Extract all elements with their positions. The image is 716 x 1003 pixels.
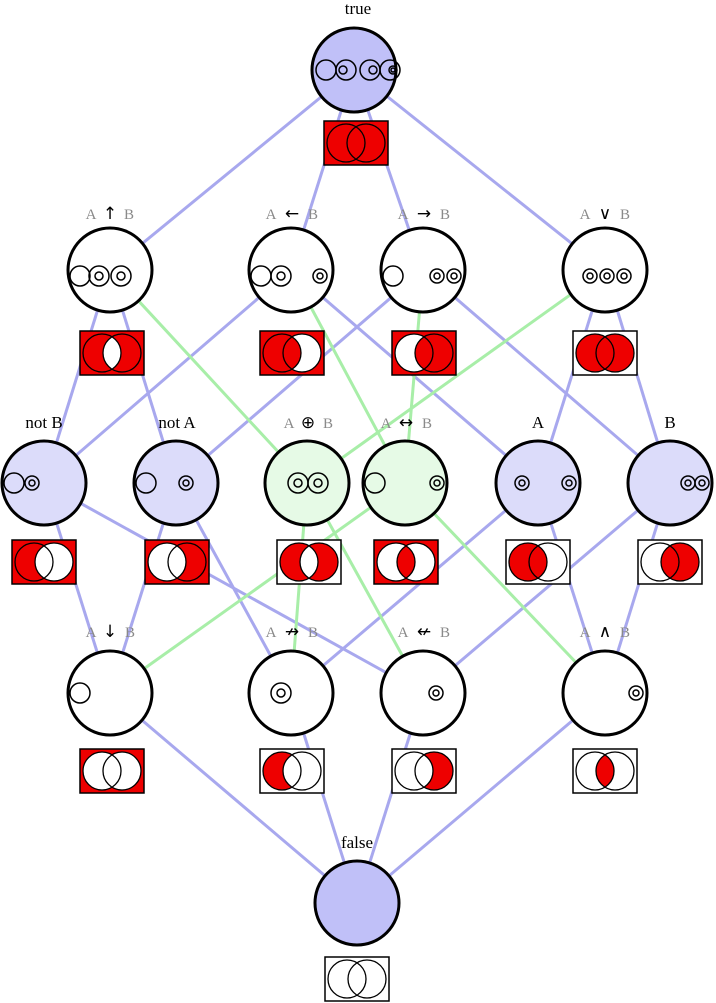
- node-implies: [379, 226, 467, 314]
- svg-text:B: B: [125, 625, 135, 641]
- svg-text:A: A: [86, 207, 97, 223]
- node-false: [313, 859, 401, 947]
- svg-text:B: B: [124, 207, 134, 223]
- node-a: [494, 439, 582, 527]
- venn-implies: [391, 330, 457, 376]
- venn-converse: [259, 330, 325, 376]
- node-iff: [361, 439, 449, 527]
- venn-nimp: [259, 748, 325, 794]
- venn-not-b: [11, 539, 77, 585]
- label-nimp: A ↛ B: [266, 622, 318, 642]
- label-and: A ∧ B: [580, 622, 630, 642]
- label-true: true: [345, 0, 371, 18]
- mini-circles-icon: [287, 472, 329, 494]
- label-a: A: [532, 413, 545, 432]
- nconv-op-icon: ↚: [417, 622, 431, 642]
- and-op-icon: ∧: [599, 622, 611, 642]
- node-not-b: [0, 439, 88, 527]
- node-true: [310, 26, 401, 114]
- svg-text:A: A: [580, 625, 591, 641]
- mini-circles-icon: [628, 685, 644, 701]
- venn-false: [324, 956, 390, 1002]
- svg-text:B: B: [308, 625, 318, 641]
- svg-text:A: A: [381, 416, 392, 432]
- mini-circles-icon: [135, 472, 194, 494]
- svg-text:A: A: [398, 625, 409, 641]
- node-or: [561, 226, 649, 314]
- venn-true: [323, 120, 389, 166]
- venn-nor: [79, 748, 145, 794]
- venn-a: [505, 539, 571, 585]
- venn-not-a: [144, 539, 210, 585]
- mini-circles-icon: [428, 685, 444, 701]
- mini-circles-icon: [364, 472, 445, 494]
- label-b: B: [664, 413, 675, 432]
- label-nand: A ↑ B: [86, 204, 134, 224]
- nimp-op-icon: ↛: [285, 622, 299, 642]
- label-implies: A → B: [398, 204, 450, 224]
- mini-circles-icon: [382, 265, 462, 287]
- node-nor: [66, 649, 154, 737]
- node-nconv: [379, 649, 467, 737]
- label-false: false: [341, 833, 373, 852]
- svg-text:B: B: [440, 207, 450, 223]
- svg-text:A: A: [266, 207, 277, 223]
- xor-op-icon: ⊕: [301, 413, 315, 433]
- svg-text:B: B: [440, 625, 450, 641]
- mini-circles-icon: [69, 682, 91, 704]
- mini-circles-icon: [315, 59, 401, 81]
- svg-text:A: A: [284, 416, 295, 432]
- label-xor: A ⊕ B: [284, 413, 333, 433]
- nor-op-icon: ↓: [103, 622, 117, 642]
- implies-op-icon: →: [417, 204, 431, 224]
- svg-text:A: A: [398, 207, 409, 223]
- venn-diagram-layer: [11, 120, 703, 1002]
- mini-circles-icon: [270, 682, 292, 704]
- node-converse: [247, 226, 335, 314]
- svg-text:A: A: [266, 625, 277, 641]
- venn-nconv: [391, 748, 457, 794]
- svg-text:A: A: [86, 625, 97, 641]
- svg-text:B: B: [308, 207, 318, 223]
- label-nor: A ↓ B: [86, 622, 135, 642]
- svg-text:B: B: [422, 416, 432, 432]
- svg-text:B: B: [620, 207, 630, 223]
- mini-circles-icon: [250, 265, 328, 287]
- venn-b: [637, 539, 703, 585]
- venn-or: [572, 330, 638, 376]
- label-iff: A ↔ B: [381, 413, 432, 433]
- iff-op-icon: ↔: [399, 413, 413, 433]
- venn-and: [572, 748, 638, 794]
- venn-xor: [276, 539, 342, 585]
- nand-op-icon: ↑: [103, 204, 117, 224]
- label-not-b: not B: [25, 413, 62, 432]
- node-not-a: [132, 439, 220, 527]
- venn-nand: [79, 330, 145, 376]
- venn-iff: [373, 539, 439, 585]
- svg-text:B: B: [323, 416, 333, 432]
- or-op-icon: ∨: [599, 204, 611, 224]
- converse-op-icon: ←: [285, 204, 299, 224]
- node-and: [561, 649, 649, 737]
- label-not-a: not A: [158, 413, 196, 432]
- node-xor: [263, 439, 351, 527]
- node-nimp: [247, 649, 335, 737]
- mini-circles-icon: [514, 475, 577, 491]
- mini-circles-icon: [69, 265, 132, 287]
- node-b: [626, 439, 714, 527]
- svg-text:A: A: [580, 207, 591, 223]
- mini-circles-icon: [582, 268, 632, 284]
- node-nand: [66, 226, 154, 314]
- svg-text:B: B: [620, 625, 630, 641]
- label-nconv: A ↚ B: [398, 622, 450, 642]
- mini-circles-icon: [680, 475, 710, 491]
- label-or: A ∨ B: [580, 204, 630, 224]
- label-converse: A ← B: [266, 204, 318, 224]
- mini-circles-icon: [3, 472, 40, 494]
